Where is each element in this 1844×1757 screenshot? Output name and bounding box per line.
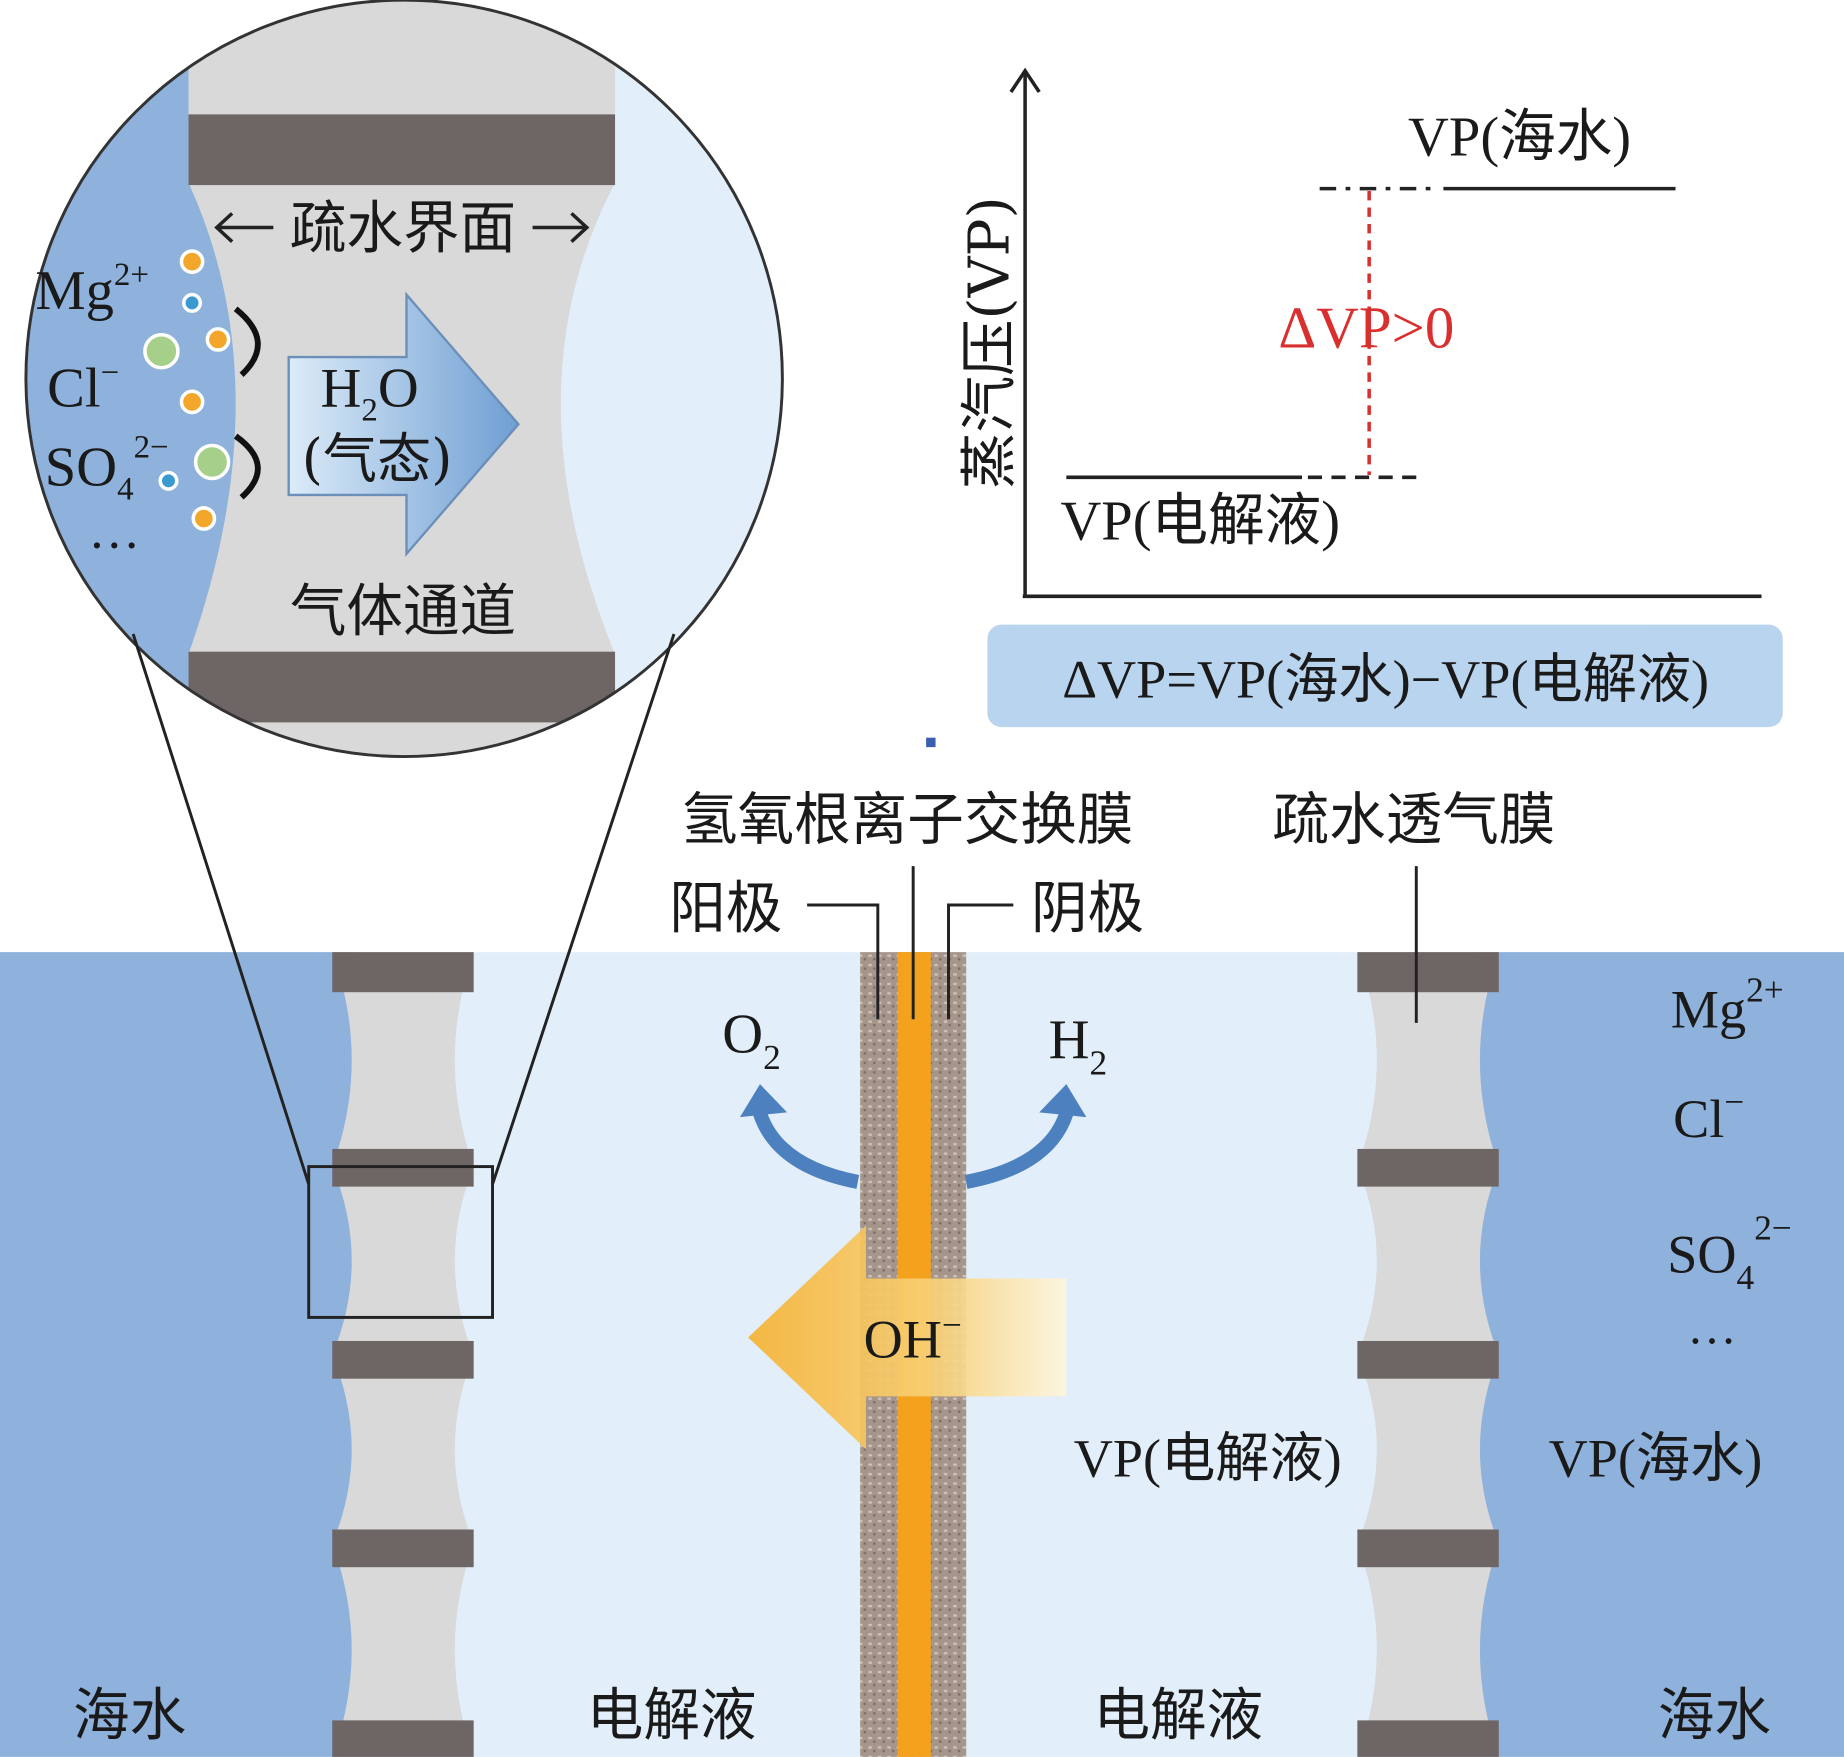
ion-particles bbox=[143, 249, 261, 531]
bottom-label-seawater-right: 海水 bbox=[1658, 1684, 1771, 1749]
inset-membrane-bar-top bbox=[188, 114, 616, 186]
right-ion-so4: SO42− bbox=[1667, 1209, 1792, 1297]
anode-label: 阳极 bbox=[669, 876, 782, 941]
aem-label: 氢氧根离子交换膜 bbox=[681, 788, 1133, 853]
electrolyte-level-label: VP(电解液) bbox=[1060, 491, 1340, 553]
h2-label: H2 bbox=[1049, 1009, 1108, 1082]
o2-arrow-icon bbox=[753, 1111, 860, 1189]
left-seawater bbox=[0, 952, 363, 1757]
hydrophobic-interface-label: 疏水界面 bbox=[290, 197, 516, 262]
delta-vp-label: ΔVP>0 bbox=[1278, 296, 1454, 361]
zoom-region-box bbox=[307, 1165, 494, 1319]
bottom-label-electrolyte-left: 电解液 bbox=[587, 1684, 757, 1749]
cathode-label: 阴极 bbox=[1031, 876, 1144, 941]
inset-ion-cl: Cl− bbox=[47, 355, 119, 420]
right-seawater bbox=[1469, 952, 1844, 1757]
seawater-level-label: VP(海水) bbox=[1408, 107, 1631, 169]
inset-ion-ellipsis: … bbox=[88, 503, 140, 560]
delta-vp-equation: ΔVP=VP(海水)−VP(电解液) bbox=[1062, 650, 1709, 710]
arrow-right-icon bbox=[570, 212, 590, 243]
equation-box bbox=[987, 624, 1783, 728]
inset-ion-mg: Mg2+ bbox=[35, 257, 149, 322]
electrolysis-cell: OH− O2 H2 氢氧根离子交换膜 阳极 阴极 疏水透气膜 VP(电解液) V… bbox=[0, 788, 1844, 1757]
right-ion-mg: Mg2+ bbox=[1671, 971, 1784, 1040]
o2-label: O2 bbox=[722, 1003, 781, 1076]
vapor-arrow-icon bbox=[287, 291, 520, 558]
right-ion-cl: Cl− bbox=[1673, 1083, 1744, 1150]
zoom-connector bbox=[131, 633, 676, 1319]
water-vapor-state: (气态) bbox=[302, 427, 453, 490]
hydrophobic-membrane-label: 疏水透气膜 bbox=[1273, 788, 1556, 853]
y-axis-label: 蒸汽压(VP) bbox=[958, 196, 1023, 489]
vp-seawater-label: VP(海水) bbox=[1549, 1428, 1763, 1488]
vp-electrolyte-label: VP(电解液) bbox=[1074, 1428, 1342, 1488]
zoom-inset: 疏水界面 Mg2+ Cl− SO42− … H2O (气态) 气体通道 bbox=[24, 0, 784, 758]
inset-circle-outline bbox=[24, 0, 784, 758]
oh-label: OH− bbox=[864, 1305, 962, 1369]
inset-ion-so4: SO42− bbox=[45, 429, 169, 507]
membrane-bars bbox=[332, 952, 1499, 1757]
y-axis-arrow-icon bbox=[1009, 67, 1041, 93]
arrow-left-icon bbox=[214, 212, 234, 243]
stray-dot bbox=[926, 737, 936, 748]
water-vapor-label: H2O bbox=[320, 358, 418, 429]
bottom-label-seawater-left: 海水 bbox=[73, 1684, 186, 1749]
gas-channel-label: 气体通道 bbox=[290, 579, 516, 644]
bottom-label-electrolyte-right: 电解液 bbox=[1093, 1684, 1263, 1749]
h2-arrow-icon bbox=[964, 1111, 1074, 1189]
leader-lines bbox=[807, 866, 1418, 1023]
right-ion-ellipsis: … bbox=[1687, 1299, 1736, 1354]
oh-arrow-icon bbox=[748, 1225, 1067, 1450]
inset-membrane-bar-bottom bbox=[188, 651, 616, 723]
vapor-pressure-chart: 蒸汽压(VP) VP(海水) VP(电解液) ΔVP>0 ΔVP=VP(海水)−… bbox=[958, 67, 1783, 728]
